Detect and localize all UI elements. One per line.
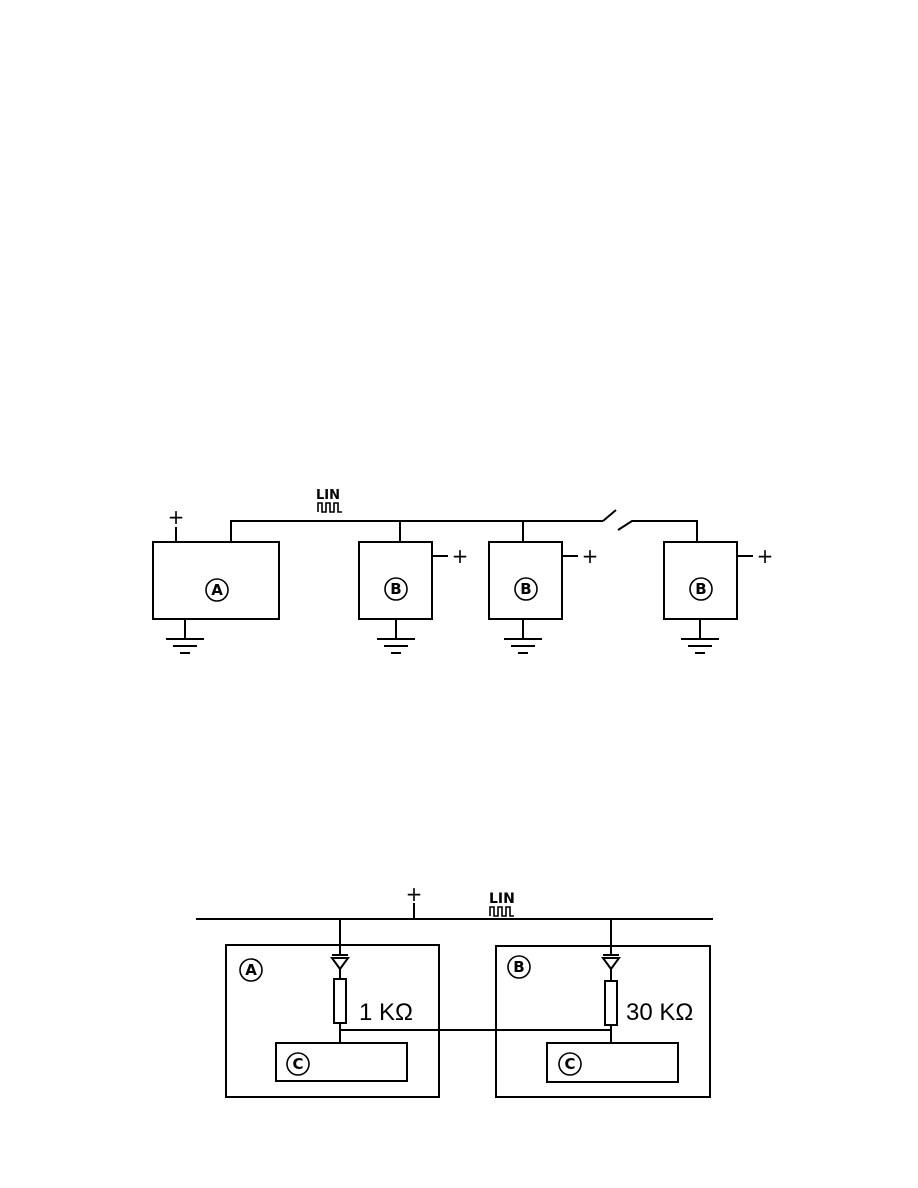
- resistor-icon: [604, 980, 618, 1026]
- open-switch: [602, 509, 617, 522]
- ground-icon: [504, 619, 542, 654]
- diode-icon: [330, 954, 350, 971]
- resistor-value: 1 KΩ: [359, 999, 413, 1026]
- master-label: A: [245, 961, 257, 979]
- label-circle: [286, 1052, 310, 1076]
- label-circle: [507, 955, 531, 979]
- label-circle: [689, 577, 713, 601]
- slave-node-b-1: + B: [358, 521, 469, 654]
- lin-topology-diagram: LIN + A + B: [152, 488, 774, 654]
- resistor-icon: [333, 978, 347, 1024]
- resistor-value: 30 KΩ: [626, 999, 693, 1026]
- slave-node-b-3: + B: [663, 541, 774, 654]
- slave-box: [495, 945, 711, 1098]
- square-wave-icon: [317, 502, 342, 513]
- controller-box: [275, 1042, 408, 1082]
- lin-bus-wire: [230, 520, 603, 542]
- diode-icon: [601, 954, 621, 971]
- slave-label: B: [520, 580, 531, 598]
- lin-label-text: LIN: [316, 488, 340, 503]
- slave-label: B: [390, 580, 401, 598]
- slave-node-b: B 30 KΩ C: [495, 919, 711, 1098]
- master-node-a: A 1 KΩ C: [225, 919, 440, 1098]
- slave-label: B: [513, 958, 524, 976]
- label-circle: [514, 577, 538, 601]
- master-box: [225, 944, 440, 1098]
- slave-box: [488, 541, 563, 620]
- label-circle: [239, 958, 263, 982]
- lin-label-text: LIN: [489, 891, 515, 907]
- controller-box: [546, 1042, 679, 1083]
- lin-pullup-diagram: LIN + A 1 KΩ C: [196, 882, 713, 1098]
- label-circle: [384, 577, 408, 601]
- ground-icon: [681, 619, 719, 654]
- supply-plus: +: [452, 544, 469, 568]
- slave-node-b-2: + B: [488, 521, 599, 654]
- slave-label: B: [695, 580, 706, 598]
- controller-label: C: [564, 1055, 575, 1073]
- lin-bus-label-2: LIN: [489, 891, 515, 917]
- lin-bus-wire-after-switch: [617, 520, 698, 542]
- lin-bus-label-1: LIN: [316, 488, 342, 513]
- master-box: [152, 541, 280, 620]
- supply-plus: +: [582, 544, 599, 568]
- master-node-a: + A: [152, 505, 280, 654]
- supply-plus: +: [406, 882, 423, 906]
- controller-label: C: [292, 1055, 303, 1073]
- supply-plus: +: [168, 505, 185, 529]
- ground-icon: [377, 619, 415, 654]
- square-wave-icon: [489, 906, 514, 917]
- ground-icon: [166, 619, 204, 654]
- master-label: A: [211, 581, 223, 599]
- label-circle: [205, 578, 229, 602]
- supply-plus: +: [757, 544, 774, 568]
- label-circle: [558, 1052, 582, 1076]
